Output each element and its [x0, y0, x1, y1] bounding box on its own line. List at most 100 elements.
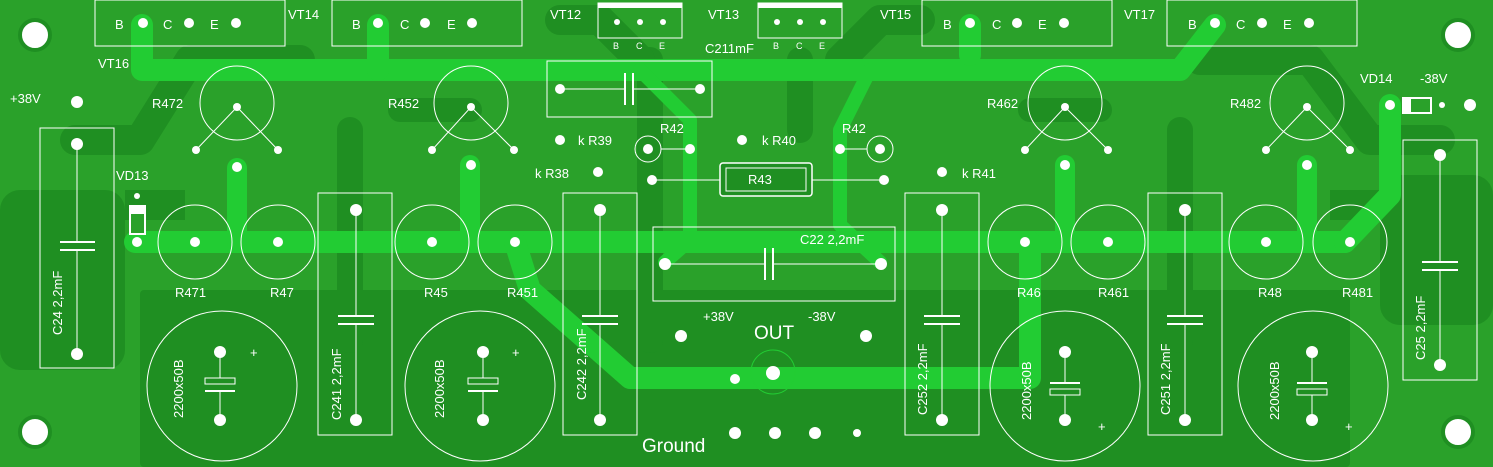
vt17-pin-c: C — [1236, 17, 1245, 32]
resistor-r45: R45 — [394, 204, 470, 300]
c252-label: C252 2,2mF — [915, 343, 930, 415]
resistor-r42-left: R42 — [634, 121, 695, 163]
transistor-vt14: VT14 B C E — [94, 0, 319, 47]
pad-pos-left — [71, 96, 83, 108]
r472-label: R472 — [152, 96, 183, 111]
diode-vd13: VD13 — [116, 168, 149, 247]
v-neg-right-label: -38V — [1420, 71, 1448, 86]
signal-traces — [124, 14, 1401, 395]
transistor-vt12: VT12 B C E — [550, 2, 683, 51]
resistor-r43: R43 — [647, 162, 889, 197]
r48-label: R48 — [1258, 285, 1282, 300]
ground-label: Ground — [642, 436, 705, 457]
c242-label: C242 2,2mF — [574, 328, 589, 400]
resistor-r41: k R41 — [937, 166, 996, 181]
vt15-pin-b: B — [943, 17, 952, 32]
resistor-r472: R472 — [152, 65, 282, 172]
vt13-pin-b: B — [773, 41, 779, 51]
vt12-pin-b: B — [613, 41, 619, 51]
mount-hole-bl — [18, 415, 52, 449]
r452-label: R452 — [388, 96, 419, 111]
vt16-pin-e: E — [210, 17, 219, 32]
capacitor-c251: C251 2,2mF — [1147, 192, 1223, 436]
r481-label: R481 — [1342, 285, 1373, 300]
resistor-r481: R481 — [1312, 204, 1388, 300]
resistor-r46: R46 — [987, 204, 1063, 300]
c211-label: C211mF — [705, 41, 754, 56]
mount-hole-br — [1441, 415, 1475, 449]
mount-hole-tl — [18, 18, 52, 52]
r43-label: R43 — [748, 172, 772, 187]
transistor-vt15: VT15 B C E — [880, 0, 1113, 47]
out-label: OUT — [754, 323, 795, 344]
c24-label: C24 2,2mF — [50, 271, 65, 335]
resistor-r461: R461 — [1070, 204, 1146, 300]
mount-hole-tr — [1441, 18, 1475, 52]
elco-2-plus: + — [512, 345, 520, 360]
r38-label: k R38 — [535, 166, 569, 181]
r462-label: R462 — [987, 96, 1018, 111]
capacitor-c22: C22 2,2mF — [652, 226, 896, 302]
resistor-r471: R471 — [157, 204, 233, 300]
vt15-label: VT15 — [880, 7, 911, 22]
vt16-pin-c: C — [163, 17, 172, 32]
capacitor-c24: C24 2,2mF — [39, 127, 115, 369]
vt13-label: VT13 — [708, 7, 739, 22]
capacitor-c242: C242 2,2mF — [562, 192, 638, 436]
elco-1-rating: 2200x50B — [171, 359, 186, 418]
vt14-pin-b: B — [352, 17, 361, 32]
r46-label: R46 — [1017, 285, 1041, 300]
vt17-pin-e: E — [1283, 17, 1292, 32]
r41-label: k R41 — [962, 166, 996, 181]
capacitor-c252: C252 2,2mF — [904, 192, 980, 436]
elco-4-rating: 2200x50B — [1267, 361, 1282, 420]
capacitor-c211: C211mF — [546, 41, 754, 118]
r451-label: R451 — [507, 285, 538, 300]
resistor-r47: R47 — [240, 204, 316, 300]
resistor-r451: R451 — [477, 204, 553, 300]
vt12-label: VT12 — [550, 7, 581, 22]
vd14-label: VD14 — [1360, 71, 1393, 86]
vt12-pin-e: E — [659, 41, 665, 51]
vt13-pin-c: C — [796, 41, 803, 51]
resistor-row: R471 R47 R45 R451 R46 R461 R48 R481 — [157, 204, 1388, 300]
elco-2: + 2200x50B — [404, 310, 556, 462]
elco-1: + 2200x50B — [146, 310, 298, 462]
r482-label: R482 — [1230, 96, 1261, 111]
r42-left-label: R42 — [660, 121, 684, 136]
transistor-vt13: VT13 B C E — [708, 2, 843, 51]
resistor-r452: R452 — [388, 65, 518, 170]
r40-label: k R40 — [762, 133, 796, 148]
vt14-pin-e: E — [447, 17, 456, 32]
power-terminals: +38V -38V OUT Ground — [642, 309, 872, 457]
elco-1-plus: + — [250, 345, 258, 360]
vt14-label: VT14 — [288, 7, 319, 22]
c25-label: C25 2,2mF — [1413, 296, 1428, 360]
r471-label: R471 — [175, 285, 206, 300]
resistor-r39: k R39 — [555, 133, 612, 148]
resistor-r462: R462 — [987, 65, 1112, 170]
r42-right-label: R42 — [842, 121, 866, 136]
elco-4-plus: + — [1345, 419, 1353, 434]
v-neg-mid-label: -38V — [808, 309, 836, 324]
elco-3: + 2200x50B — [989, 310, 1141, 462]
r47-label: R47 — [270, 285, 294, 300]
resistor-r42-right: R42 — [835, 121, 894, 163]
resistor-r482: R482 — [1230, 65, 1354, 170]
capacitor-c241: C241 2,2mF — [317, 192, 393, 436]
vt13-pin-e: E — [819, 41, 825, 51]
resistor-r40: k R40 — [737, 133, 796, 148]
capacitor-c25: C25 2,2mF — [1402, 139, 1478, 381]
r45-label: R45 — [424, 285, 448, 300]
resistor-r48: R48 — [1228, 204, 1304, 300]
resistor-r38: k R38 — [535, 166, 603, 181]
pad-neg-right — [1464, 99, 1476, 111]
c22-label: C22 2,2mF — [800, 232, 864, 247]
vt16-label: VT16 — [98, 56, 129, 71]
vt15-pin-c: C — [992, 17, 1001, 32]
r461-label: R461 — [1098, 285, 1129, 300]
elco-4: + 2200x50B — [1237, 310, 1389, 462]
elco-3-plus: + — [1098, 419, 1106, 434]
v-pos-mid-label: +38V — [703, 309, 734, 324]
